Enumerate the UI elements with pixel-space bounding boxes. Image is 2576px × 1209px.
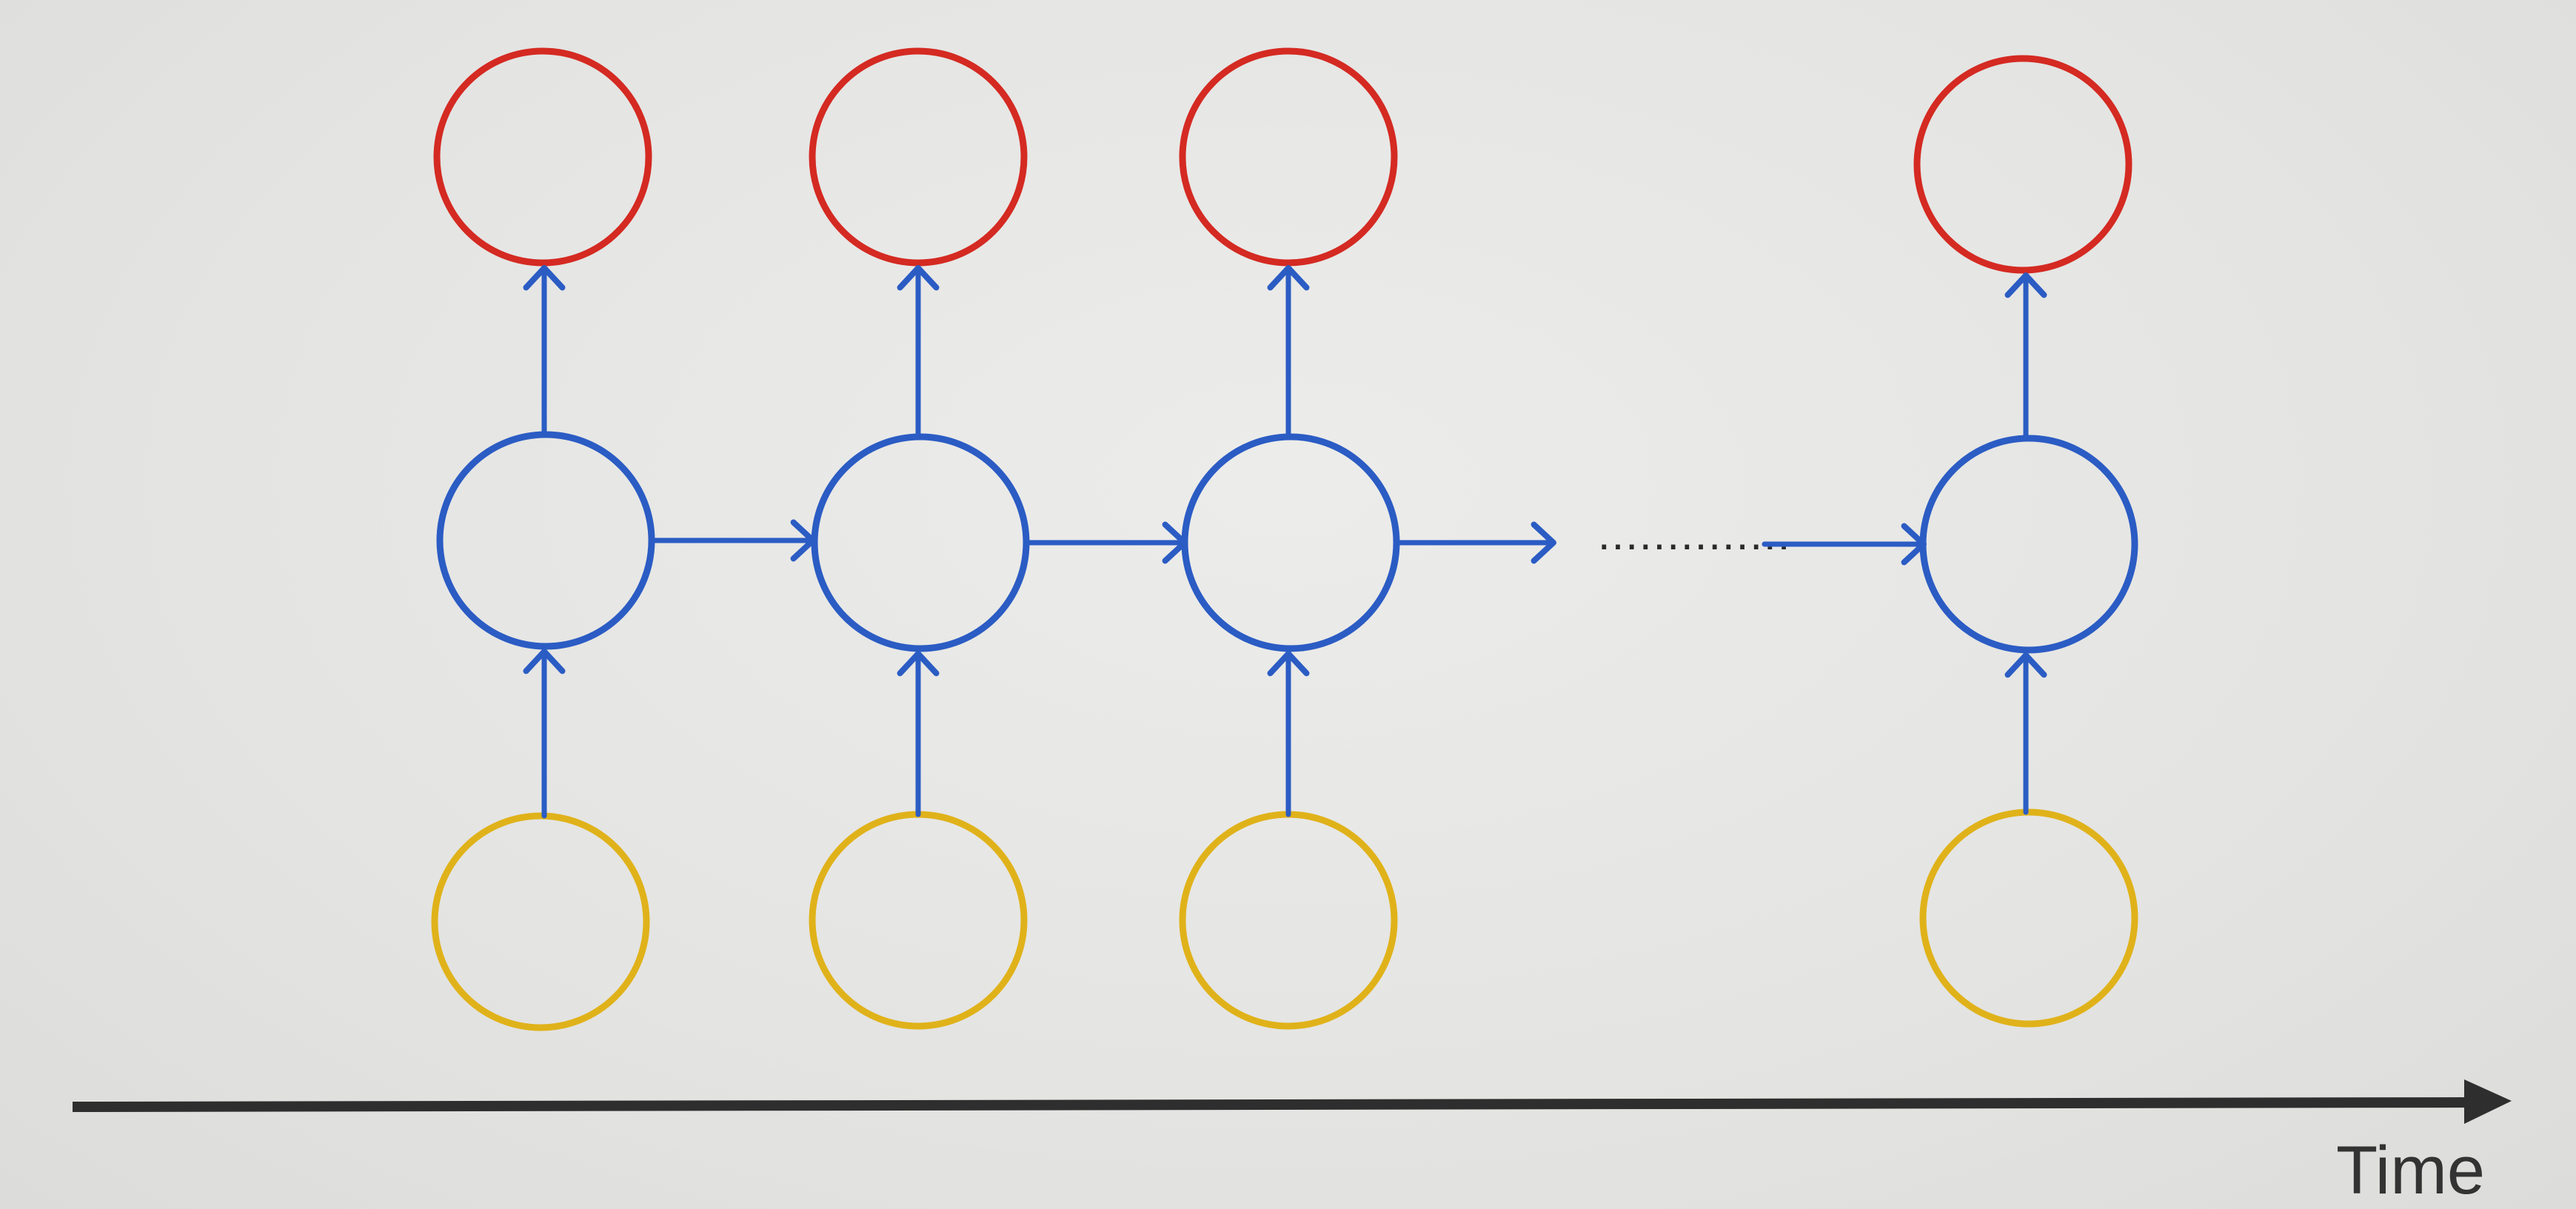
arrow-head — [523, 265, 566, 291]
arrow-head — [523, 649, 566, 674]
arrow-hidden-to-output — [523, 265, 566, 438]
input-node — [1179, 811, 1398, 1030]
output-node — [433, 47, 652, 267]
time-axis-arrowhead — [2464, 1079, 2512, 1124]
time-step-1 — [431, 47, 816, 1031]
output-node — [1179, 47, 1398, 267]
hidden-node — [436, 431, 655, 650]
arrow-head — [2004, 652, 2047, 678]
arrow-hidden-to-output — [2004, 272, 2047, 441]
hidden-node — [811, 433, 1030, 652]
arrow-input-to-hidden — [2004, 652, 2047, 815]
arrow-head — [1267, 265, 1310, 291]
output-node — [809, 47, 1028, 267]
arrow-head — [2004, 272, 2047, 298]
input-node — [431, 812, 650, 1031]
arrow-head — [897, 265, 940, 291]
time-axis-line — [72, 1097, 2474, 1112]
arrow-head — [897, 651, 940, 677]
time-step-3 — [1179, 47, 1556, 1030]
arrow-hidden-to-next — [649, 519, 816, 562]
arrow-hidden-to-next — [1023, 521, 1188, 564]
hidden-node — [1919, 435, 2138, 654]
arrow-input-to-hidden — [897, 651, 940, 817]
arrow-input-to-hidden — [523, 649, 566, 819]
time-axis — [72, 1079, 2512, 1124]
input-node — [809, 811, 1028, 1030]
time-step-n — [1913, 55, 2138, 1028]
ellipsis-dots: .............. — [1598, 509, 1791, 559]
arrow-head — [1267, 651, 1310, 677]
time-step-2 — [809, 47, 1188, 1030]
arrow-hidden-to-next — [1394, 521, 1556, 564]
time-axis-label: Time — [2336, 1133, 2485, 1208]
output-node — [1913, 55, 2132, 274]
input-node — [1919, 808, 2138, 1028]
arrow-input-to-hidden — [1267, 651, 1310, 817]
arrow-hidden-to-output — [1267, 265, 1310, 440]
arrow-hidden-to-output — [897, 265, 940, 440]
hidden-node — [1181, 433, 1400, 652]
arrow-head — [1530, 521, 1556, 564]
